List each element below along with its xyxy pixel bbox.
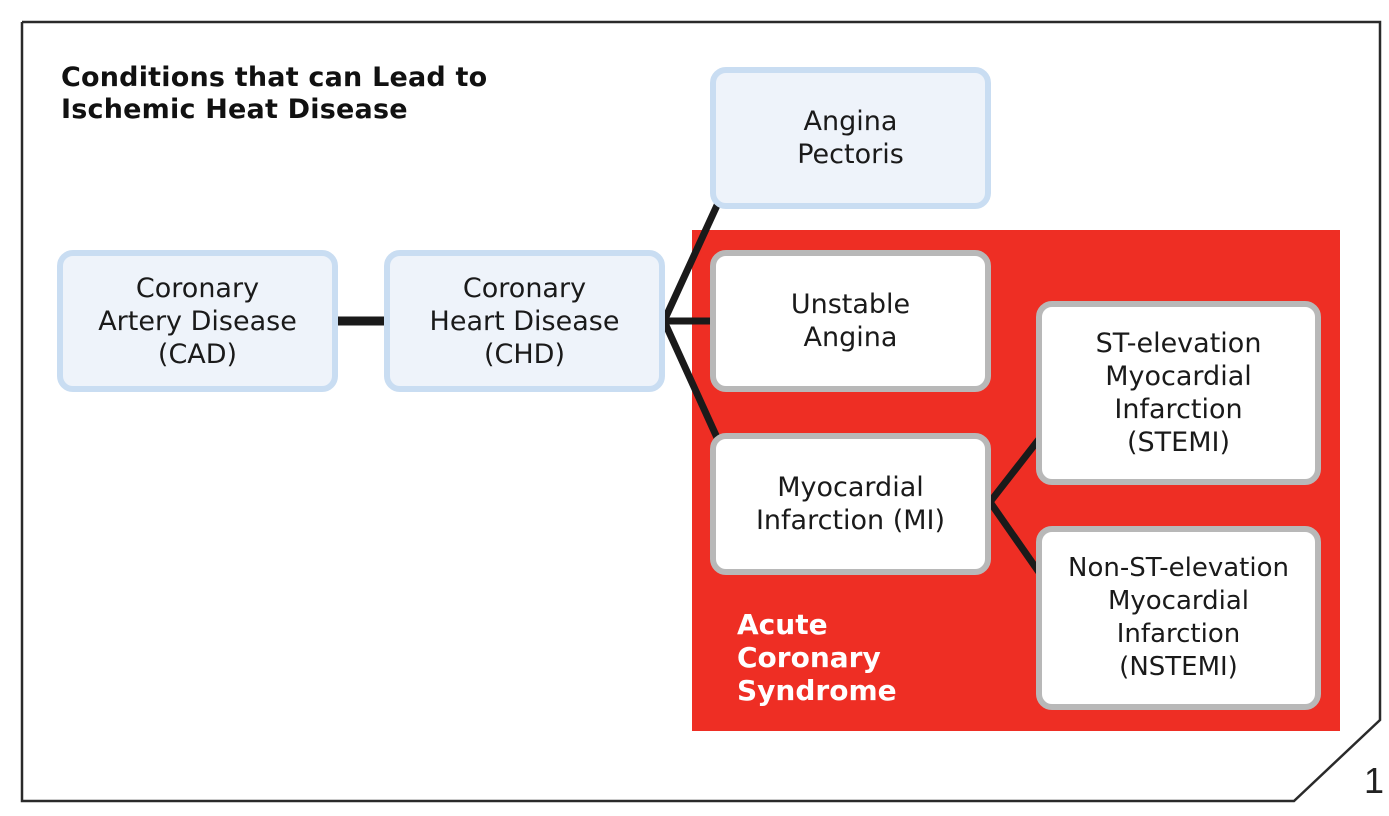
title-line-2: Ischemic Heat Disease [61, 94, 408, 125]
node-coronary-artery-disease: Coronary Artery Disease (CAD) [57, 250, 338, 392]
group-label-line: Syndrome [737, 674, 897, 707]
node-label-line: Pectoris [797, 139, 904, 170]
connector-mi-stemi [987, 431, 1046, 505]
diagram-title: Conditions that can Lead to Ischemic Hea… [61, 62, 487, 126]
node-label-line: Myocardial [1107, 586, 1250, 616]
node-label-line: Infarction (MI) [755, 505, 946, 536]
node-stemi: ST-elevation Myocardial Infarction (STEM… [1036, 301, 1321, 485]
node-label-line: Artery Disease [98, 305, 297, 337]
node-label-line: Infarction [1116, 619, 1241, 649]
group-label-line: Acute [737, 608, 828, 641]
node-label-line: (CHD) [483, 338, 565, 370]
node-label-line: Myocardial [777, 472, 924, 503]
node-angina-pectoris: Angina Pectoris [710, 67, 991, 209]
node-label-line: Myocardial [1105, 361, 1252, 392]
page-number: 1 [1364, 760, 1385, 801]
node-label-line: Angina [803, 106, 898, 137]
title-line-1: Conditions that can Lead to [61, 62, 488, 93]
node-label-line: Heart Disease [429, 305, 620, 337]
node-label-line: (STEMI) [1126, 427, 1231, 458]
node-label-line: (NSTEMI) [1119, 652, 1238, 682]
frame-border [20, 20, 1382, 803]
node-label-line: Coronary [135, 272, 260, 304]
node-label-line: ST-elevation [1095, 328, 1262, 359]
node-label-line: (CAD) [157, 338, 238, 370]
group-label-line: Coronary [737, 641, 881, 674]
node-label-line: Unstable [790, 289, 911, 320]
node-nstemi: Non-ST-elevation Myocardial Infarction (… [1036, 526, 1321, 710]
connector-chd-mi [660, 319, 723, 444]
node-label-line: Non-ST-elevation [1068, 553, 1289, 583]
node-myocardial-infarction: Myocardial Infarction (MI) [710, 433, 991, 575]
acute-coronary-syndrome-label: Acute Coronary Syndrome [737, 608, 897, 707]
connector-chd-angina-pectoris [660, 199, 723, 323]
node-label-line: Infarction [1114, 394, 1243, 425]
node-unstable-angina: Unstable Angina [710, 250, 991, 392]
connector-mi-nstemi [987, 499, 1046, 581]
node-label-line: Angina [803, 322, 898, 353]
node-label-line: Coronary [462, 272, 587, 304]
node-coronary-heart-disease: Coronary Heart Disease (CHD) [384, 250, 665, 392]
